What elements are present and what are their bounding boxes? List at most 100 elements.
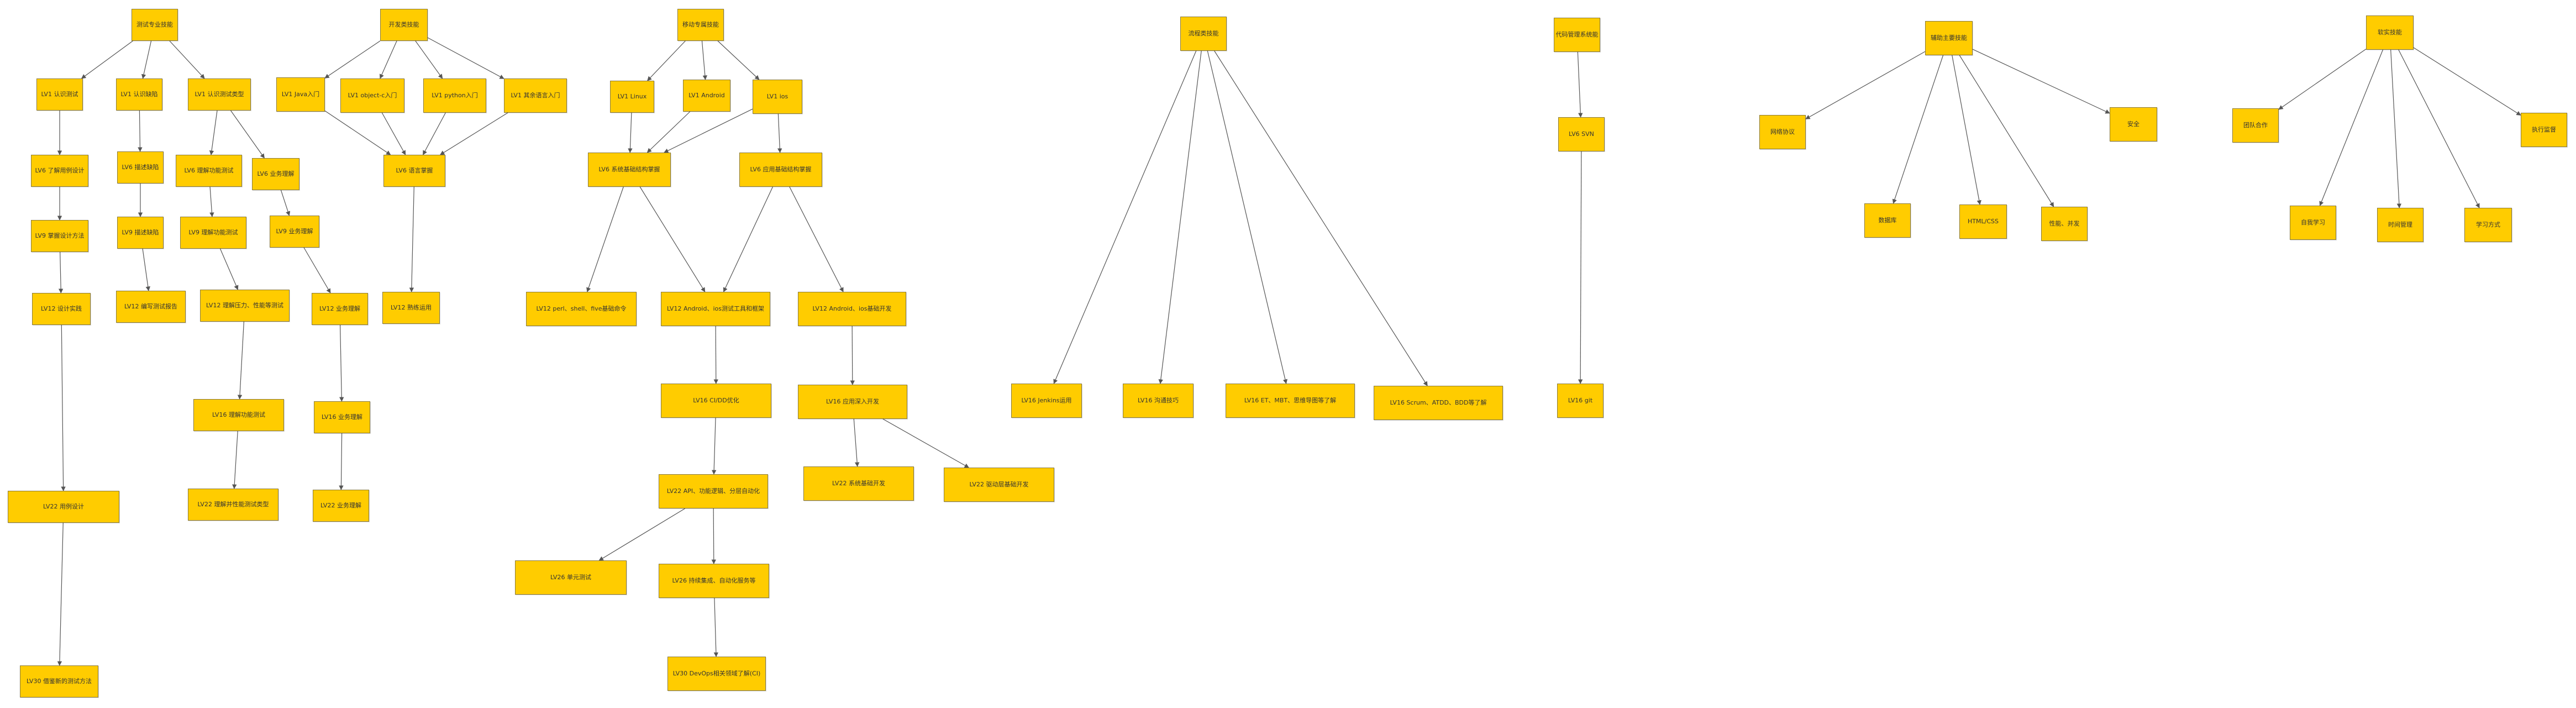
- node-test-lv6-functional[interactable]: LV6 理解功能测试: [176, 155, 242, 187]
- edge-t_c3b_12-to-t_c3b_16: [339, 324, 344, 402]
- edge-s_root-to-s_team: [2278, 49, 2367, 110]
- node-test-lv9-functional[interactable]: LV9 理解功能测试: [180, 217, 246, 249]
- node-mobile-lv26-continuous-integration[interactable]: LV26 持续集成、自动化服务等: [659, 564, 769, 598]
- node-mobile-root[interactable]: 移动专属技能: [677, 9, 724, 41]
- edge-m_linux-to-m_sys6: [628, 112, 633, 153]
- node-aux-root[interactable]: 辅助主要技能: [1925, 21, 1973, 55]
- node-test-lv9-describe-defect[interactable]: LV9 描述缺陷: [117, 217, 164, 249]
- edge-m_api22-to-m_unit26: [598, 508, 686, 561]
- node-test-lv6-describe-defect[interactable]: LV6 描述缺陷: [117, 151, 164, 183]
- node-test-lv1-recognize-defect[interactable]: LV1 认识缺陷: [116, 78, 162, 111]
- edge-t_c3a_12-to-t_c3a_16: [237, 321, 244, 400]
- node-test-lv9-business[interactable]: LV9 业务理解: [270, 216, 319, 248]
- node-test-lv16-business[interactable]: LV16 业务理解: [314, 401, 370, 433]
- node-test-lv22-business[interactable]: LV22 业务理解: [313, 490, 369, 522]
- edge-a_root-to-a_html: [1952, 55, 1981, 205]
- node-mobile-lv12-perl-shell[interactable]: LV12 perl、shell、five基础命令: [526, 292, 637, 326]
- edge-m_root-to-m_android: [701, 40, 708, 80]
- node-dev-root[interactable]: 开发类技能: [380, 9, 428, 41]
- node-dev-lv1-other-languages[interactable]: LV1 其余语言入门: [504, 78, 567, 113]
- edge-t_c1_12-to-t_c1_22: [61, 324, 66, 491]
- edge-t_c3a_6-to-t_c3a_9: [209, 186, 214, 217]
- node-soft-root[interactable]: 软实技能: [2366, 15, 2414, 50]
- node-test-lv12-design-practice[interactable]: LV12 设计实践: [32, 293, 91, 325]
- node-aux-security[interactable]: 安全: [2110, 107, 2157, 141]
- edge-s_root-to-s_learn: [2319, 49, 2384, 206]
- node-soft-self-learning[interactable]: 自我学习: [2290, 206, 2336, 240]
- node-mobile-lv1-android[interactable]: LV1 Android: [683, 80, 730, 112]
- node-mobile-lv1-linux[interactable]: LV1 Linux: [610, 81, 654, 113]
- edge-q_root-to-q_et: [1207, 50, 1288, 384]
- node-process-lv16-jenkins[interactable]: LV16 Jenkins运用: [1011, 384, 1082, 418]
- edge-t_c1_22-to-t_c1_30: [57, 522, 64, 666]
- node-test-lv1-test-types[interactable]: LV1 认识测试类型: [188, 78, 251, 111]
- node-mobile-lv22-api-automation[interactable]: LV22 API、功能逻辑、分层自动化: [659, 474, 768, 508]
- node-test-lv9-design-methods[interactable]: LV9 掌握设计方法: [31, 220, 88, 252]
- edge-a_root-to-a_db: [1892, 55, 1944, 204]
- node-vcs-lv6-svn[interactable]: LV6 SVN: [1558, 117, 1605, 151]
- node-test-lv16-functional[interactable]: LV16 理解功能测试: [193, 399, 284, 431]
- node-mobile-lv30-devops[interactable]: LV30 DevOps相关领域了解(CI): [667, 657, 766, 691]
- node-process-lv16-et-mbt[interactable]: LV16 ET、MBT、思维导图等了解: [1226, 384, 1355, 418]
- node-soft-execution-supervision[interactable]: 执行监督: [2521, 113, 2567, 147]
- node-dev-lv1-java[interactable]: LV1 Java入门: [276, 77, 325, 112]
- node-dev-lv1-objective-c[interactable]: LV1 object-c入门: [340, 78, 404, 113]
- edge-m_sys6-to-m_perl12: [586, 186, 624, 292]
- node-mobile-lv1-ios[interactable]: LV1 ios: [753, 80, 802, 114]
- node-test-lv12-business[interactable]: LV12 业务理解: [312, 293, 368, 325]
- node-test-lv1-recognize-test[interactable]: LV1 认识测试: [36, 78, 83, 111]
- node-mobile-lv6-app-structure[interactable]: LV6 应用基础结构掌握: [739, 153, 822, 187]
- node-soft-learning-style[interactable]: 学习方式: [2464, 208, 2512, 242]
- edge-m_app6-to-m_tool12: [723, 186, 774, 292]
- edge-m_cicd16-to-m_api22: [711, 417, 717, 475]
- edge-t_c1_9-to-t_c1_12: [58, 251, 64, 293]
- node-mobile-lv12-basic-dev[interactable]: LV12 Android、ios基础开发: [798, 292, 906, 326]
- node-mobile-lv22-driver-dev[interactable]: LV22 驱动层基础开发: [944, 468, 1054, 502]
- node-process-lv16-communication[interactable]: LV16 沟通技巧: [1123, 384, 1194, 418]
- edge-t_c3a_16-to-t_c3a_22: [232, 431, 238, 489]
- edge-m_sys6-to-m_tool12: [639, 186, 706, 292]
- node-mobile-lv22-system-dev[interactable]: LV22 系统基础开发: [803, 466, 914, 501]
- edge-m_app16-to-m_sysdev22: [853, 418, 860, 467]
- node-soft-teamwork[interactable]: 团队合作: [2232, 108, 2279, 143]
- node-test-lv22-case-design[interactable]: LV22 用例设计: [8, 491, 119, 523]
- edge-m_app6-to-m_dev12: [789, 186, 844, 292]
- node-test-lv22-performance-types[interactable]: LV22 理解并性能测试类型: [188, 489, 278, 521]
- node-mobile-lv26-unit-test[interactable]: LV26 单元测试: [515, 560, 627, 595]
- node-mobile-lv16-cicd[interactable]: LV16 CI/DD优化: [661, 384, 771, 418]
- node-test-lv12-stress-performance[interactable]: LV12 理解压力、性能等测试: [200, 290, 290, 322]
- node-test-lv6-business[interactable]: LV6 业务理解: [252, 158, 299, 190]
- edge-t_c3-to-t_c3b_6: [230, 110, 265, 159]
- node-test-lv30-new-methods[interactable]: LV30 借鉴新的测试方法: [20, 665, 98, 697]
- edge-m_dev12-to-m_app16: [850, 326, 855, 385]
- node-aux-performance-concurrency[interactable]: 性能、并发: [2041, 207, 2088, 241]
- node-process-root[interactable]: 流程类技能: [1180, 17, 1227, 51]
- edge-t_c2-to-t_c2_6: [138, 110, 143, 152]
- node-vcs-lv16-git[interactable]: LV16 git: [1557, 384, 1604, 418]
- edge-t_c3b_6-to-t_c3b_9: [280, 190, 291, 216]
- node-test-root[interactable]: 测试专业技能: [132, 9, 178, 41]
- edge-d_6-to-d_12: [409, 186, 414, 292]
- node-aux-html-css[interactable]: HTML/CSS: [1959, 204, 2007, 239]
- node-dev-lv1-python[interactable]: LV1 python入门: [423, 78, 486, 113]
- node-mobile-lv6-system-structure[interactable]: LV6 系统基础结构掌握: [588, 153, 671, 187]
- edge-q_root-to-q_scrum: [1214, 50, 1428, 386]
- node-mobile-lv16-app-dev[interactable]: LV16 应用深入开发: [798, 385, 907, 419]
- node-process-lv16-scrum[interactable]: LV16 Scrum、ATDD、BDD等了解: [1374, 386, 1503, 420]
- edge-t_c3a_9-to-t_c3a_12: [219, 248, 239, 290]
- node-test-lv6-case-design[interactable]: LV6 了解用例设计: [31, 155, 88, 187]
- node-dev-lv12-proficient[interactable]: LV12 熟练运用: [382, 292, 440, 324]
- node-aux-database[interactable]: 数据库: [1864, 203, 1911, 238]
- node-dev-lv6-language-mastery[interactable]: LV6 语言掌握: [383, 155, 445, 187]
- edge-t_root-to-t_c2: [141, 40, 152, 79]
- edge-t_c3-to-t_c3a_6: [209, 110, 218, 155]
- node-soft-time-management[interactable]: 时间管理: [2377, 208, 2423, 242]
- node-aux-network-protocol[interactable]: 网络协议: [1759, 115, 1806, 149]
- edge-d_obj-to-d_6: [381, 112, 406, 155]
- node-mobile-lv12-test-tools[interactable]: LV12 Android、ios测试工具和框架: [661, 292, 770, 326]
- node-test-lv12-test-report[interactable]: LV12 编写测试报告: [116, 291, 186, 323]
- edge-t_root-to-t_c3: [169, 40, 205, 79]
- node-vcs-root[interactable]: 代码管理系统能: [1554, 18, 1600, 52]
